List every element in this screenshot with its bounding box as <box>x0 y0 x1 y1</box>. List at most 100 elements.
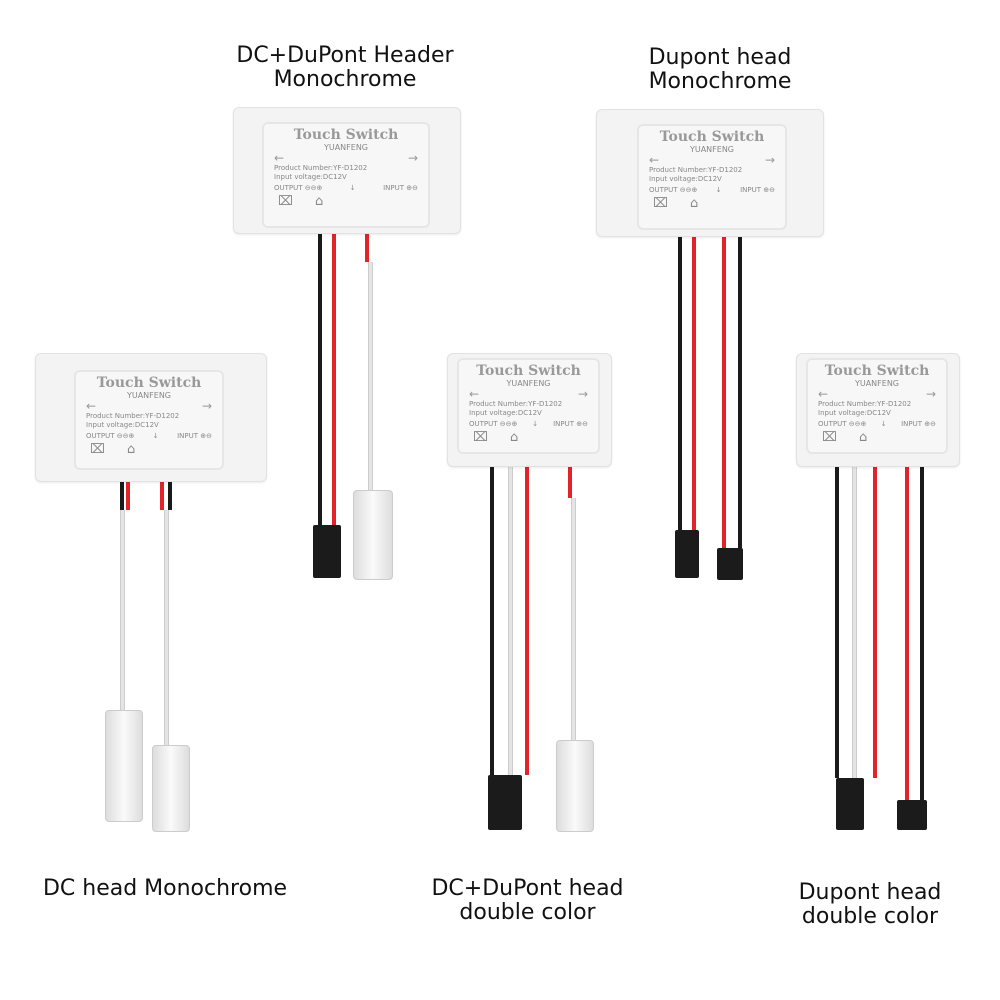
module-title: Touch Switch <box>476 363 581 379</box>
module-label-plate: Touch Switch YUANFENG ← → Product Number:… <box>637 124 787 230</box>
arrow-left-icon: ← <box>818 387 829 401</box>
down-arrow-icon: ↓ <box>880 420 887 428</box>
input-label: INPUT ⊕⊖ <box>383 184 418 192</box>
arrow-left-icon: ← <box>274 151 285 165</box>
black-wire <box>490 465 494 775</box>
caption-line: Monochrome <box>273 67 417 92</box>
input-voltage: Input voltage:DC12V <box>469 409 542 417</box>
down-arrow-icon: ↓ <box>532 420 539 428</box>
module-label-plate: Touch Switch YUANFENG ← → Product Number:… <box>457 358 600 454</box>
input-voltage: Input voltage:DC12V <box>274 173 347 181</box>
product-number: Product Number:YF-D1202 <box>274 164 368 172</box>
dc-barrel-connector <box>105 710 143 822</box>
black-wire <box>738 235 742 548</box>
module-brand: YUANFENG <box>506 379 551 388</box>
module-title: Touch Switch <box>659 129 765 145</box>
recycle-bin-icon: ⌧ <box>473 430 488 445</box>
black-wire <box>168 480 172 510</box>
module-title: Touch Switch <box>96 375 202 391</box>
caption-line: DC+DuPont head <box>431 876 624 901</box>
dupont-connector <box>897 800 927 830</box>
caption-line: DC+DuPont Header <box>236 43 454 68</box>
output-label: OUTPUT ⊖⊖⊕ <box>274 184 323 192</box>
product-number: Product Number:YF-D1202 <box>86 412 180 420</box>
black-wire <box>318 232 322 525</box>
input-voltage: Input voltage:DC12V <box>818 409 891 417</box>
input-voltage: Input voltage:DC12V <box>86 421 159 429</box>
black-wire <box>920 465 924 800</box>
white-wire <box>852 465 857 778</box>
down-arrow-icon: ↓ <box>152 432 159 440</box>
white-wire <box>164 510 169 745</box>
white-wire <box>571 498 576 740</box>
white-wire <box>508 465 513 775</box>
red-wire <box>332 232 336 525</box>
caption-line: double color <box>459 900 596 925</box>
black-wire <box>835 465 839 778</box>
arrow-right-icon: → <box>577 387 588 401</box>
module-label-plate: Touch Switch YUANFENG ← → Product Number:… <box>74 370 224 470</box>
input-label: INPUT ⊕⊖ <box>740 186 775 194</box>
module-title: Touch Switch <box>293 127 399 143</box>
red-wire <box>126 480 130 510</box>
module-label-plate: Touch Switch YUANFENG ←→ Product Number:… <box>806 358 948 454</box>
arrow-left-icon: ← <box>86 399 97 413</box>
red-wire <box>905 465 909 800</box>
house-icon: ⌂ <box>314 194 324 209</box>
red-wire <box>525 465 529 775</box>
dupont-connector <box>313 525 341 578</box>
dupont-connector <box>488 775 522 830</box>
output-label: OUTPUT ⊖⊖⊕ <box>469 420 518 428</box>
red-wire <box>365 232 369 262</box>
input-label: INPUT ⊕⊖ <box>553 420 588 428</box>
module-brand: YUANFENG <box>689 145 735 154</box>
module-label-plate: Touch Switch YUANFENG ←→ Product Number:… <box>262 122 430 228</box>
output-label: OUTPUT ⊖⊖⊕ <box>86 432 135 440</box>
down-arrow-icon: ↓ <box>715 186 722 194</box>
product-number: Product Number:YF-D1202 <box>649 166 743 174</box>
arrow-right-icon: → <box>925 387 936 401</box>
red-wire <box>568 465 572 498</box>
house-icon: ⌂ <box>689 196 699 211</box>
black-wire <box>120 480 124 510</box>
caption-line: Dupont head <box>648 45 792 70</box>
red-wire <box>722 235 726 548</box>
dupont-connector <box>675 530 699 578</box>
recycle-bin-icon: ⌧ <box>90 442 105 457</box>
module-brand: YUANFENG <box>126 391 172 400</box>
input-label: INPUT ⊕⊖ <box>177 432 212 440</box>
dupont-connector <box>836 778 864 830</box>
input-label: INPUT ⊕⊖ <box>901 420 936 428</box>
house-icon: ⌂ <box>858 430 868 445</box>
recycle-bin-icon: ⌧ <box>653 196 668 211</box>
caption-line: Monochrome <box>648 69 792 94</box>
output-label: OUTPUT ⊖⊖⊕ <box>818 420 867 428</box>
arrow-right-icon: → <box>764 153 775 167</box>
arrow-left-icon: ← <box>469 387 480 401</box>
product-number: Product Number:YF-D1202 <box>818 400 912 408</box>
dc-barrel-connector <box>556 740 594 832</box>
caption-line: double color <box>801 904 939 929</box>
module-title: Touch Switch <box>824 363 930 379</box>
red-wire <box>160 480 164 510</box>
arrow-right-icon: → <box>407 151 418 165</box>
caption-line: DC head Monochrome <box>42 876 288 901</box>
dupont-connector <box>717 548 743 580</box>
down-arrow-icon: ↓ <box>349 184 356 192</box>
black-wire <box>678 235 682 530</box>
input-voltage: Input voltage:DC12V <box>649 175 722 183</box>
white-wire <box>120 510 125 710</box>
caption-line: Dupont head <box>798 880 942 905</box>
red-wire <box>873 465 877 778</box>
output-label: OUTPUT ⊖⊖⊕ <box>649 186 698 194</box>
product-number: Product Number:YF-D1202 <box>469 400 563 408</box>
arrow-right-icon: → <box>201 399 212 413</box>
arrow-left-icon: ← <box>649 153 660 167</box>
white-wire <box>368 262 373 495</box>
recycle-bin-icon: ⌧ <box>278 194 293 209</box>
dc-barrel-connector <box>353 490 393 580</box>
